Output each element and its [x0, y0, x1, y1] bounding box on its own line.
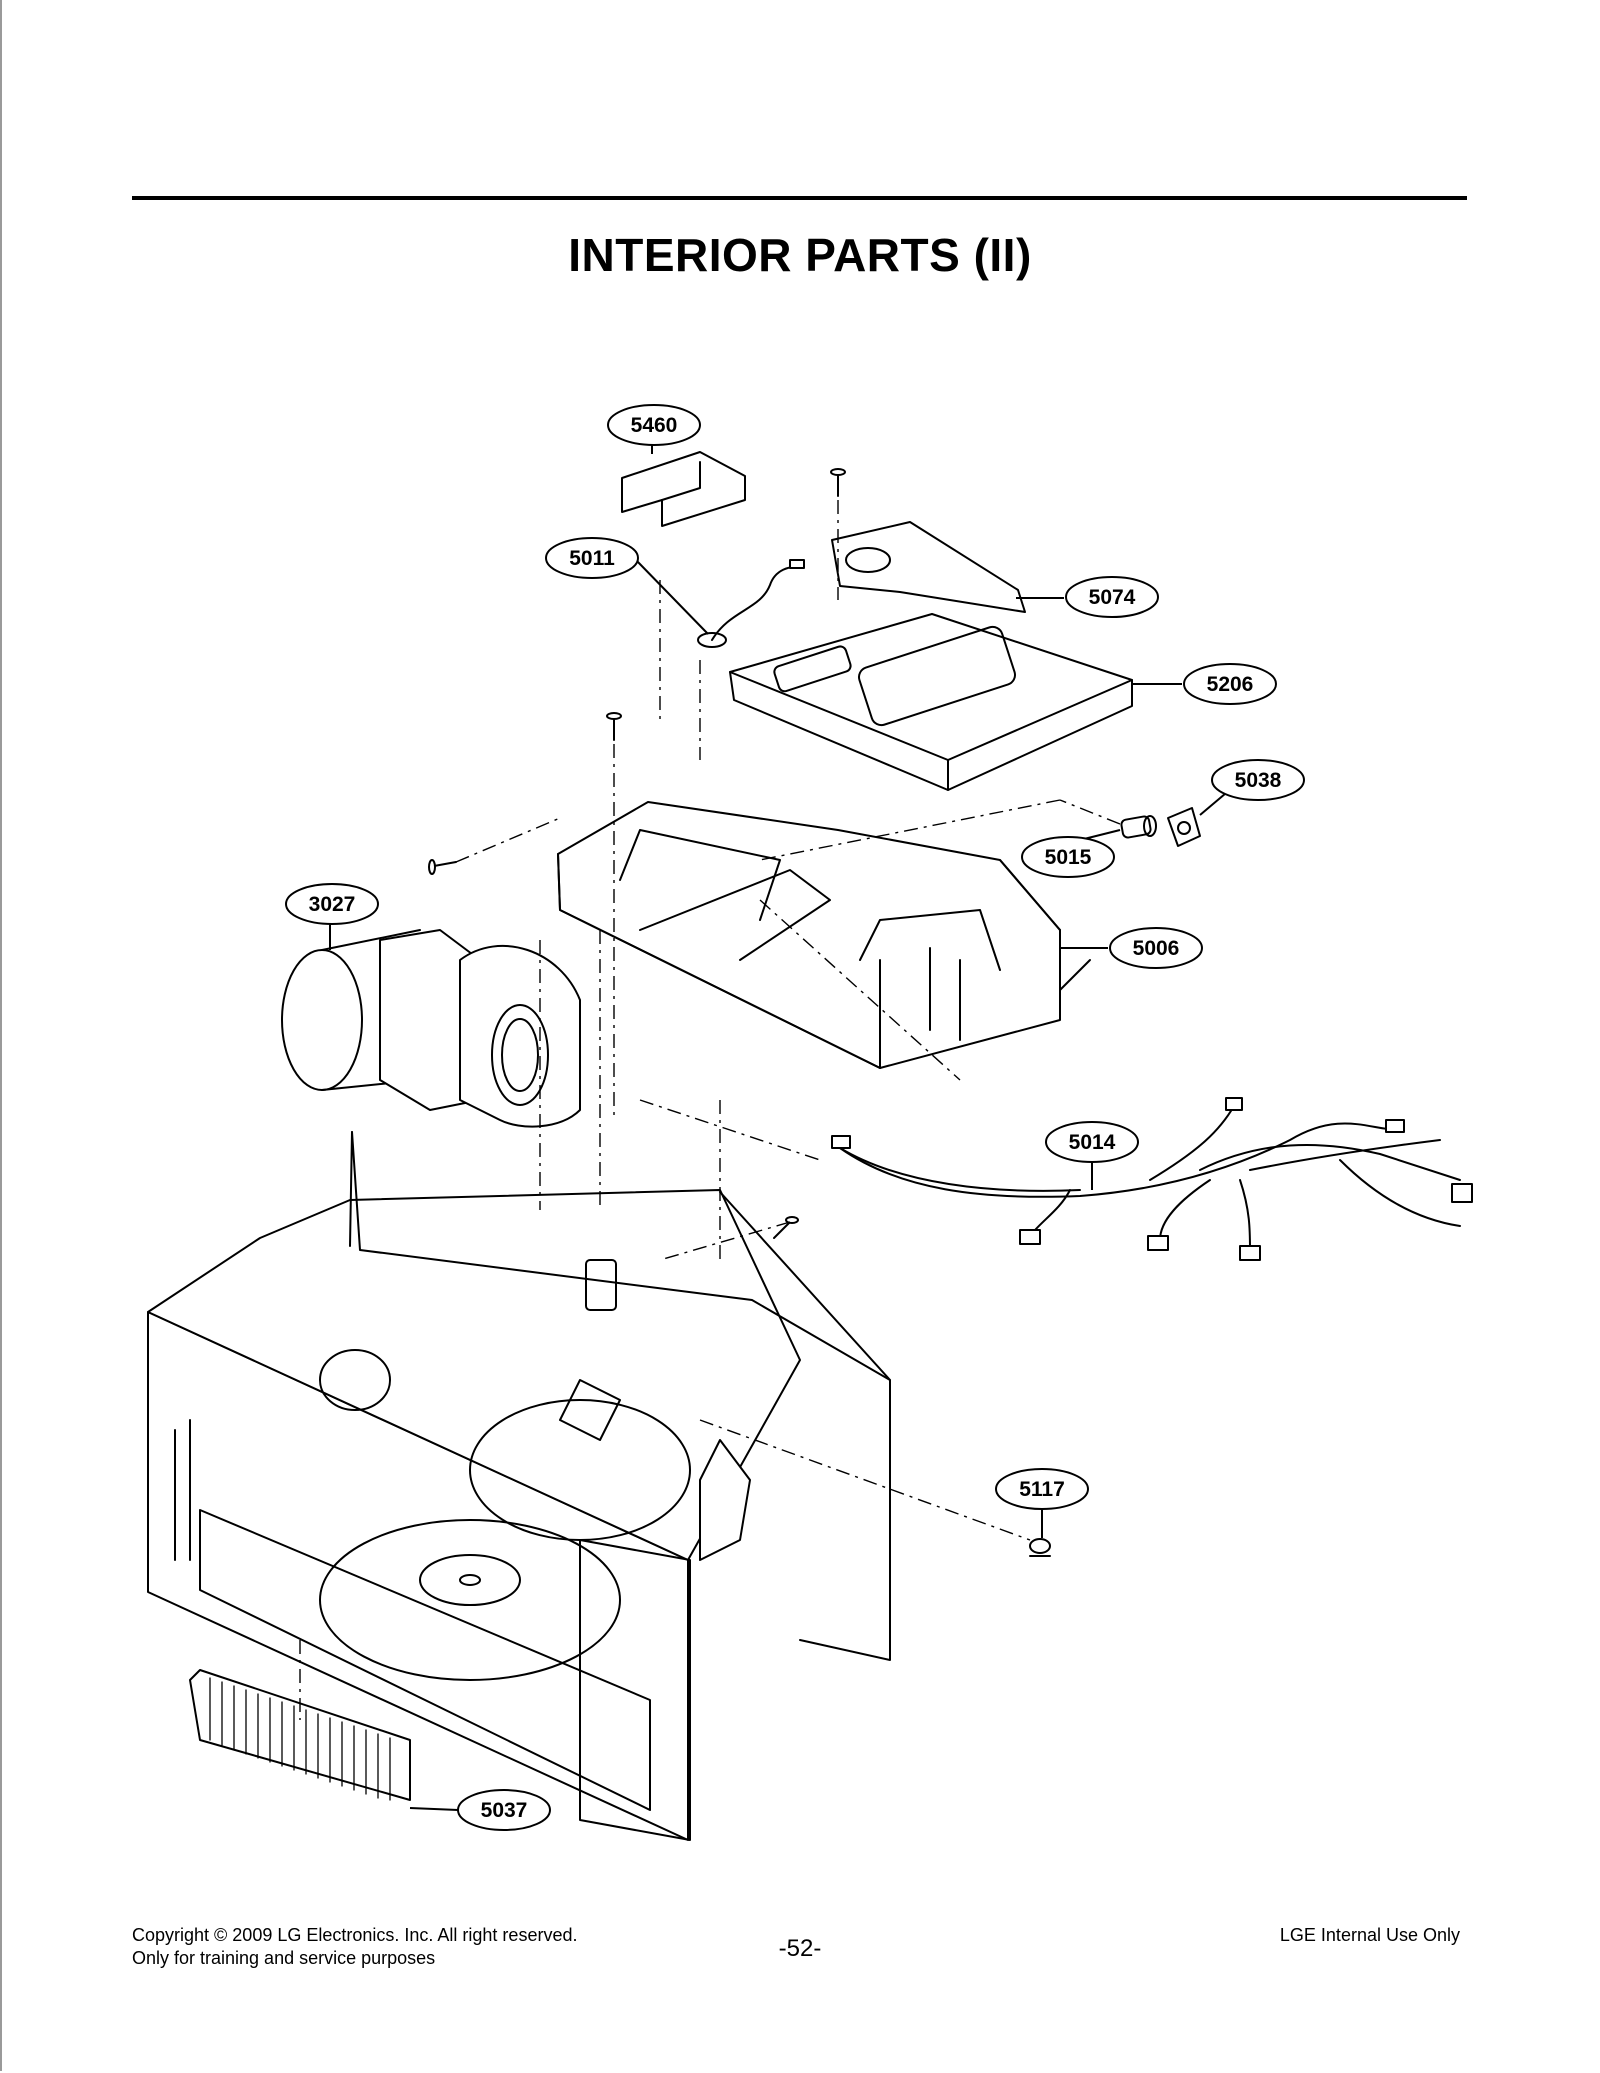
part-5006-drawing — [557, 801, 1091, 1069]
callout-5206: 5206 — [1132, 663, 1277, 705]
assembly-guide-lines — [299, 500, 1121, 1720]
part-5038-drawing — [1167, 807, 1201, 847]
callout-5011: 5011 — [545, 537, 709, 635]
svg-text:5038: 5038 — [1235, 769, 1282, 792]
svg-text:5006: 5006 — [1133, 937, 1180, 960]
title-rule — [132, 196, 1467, 200]
part-5011-drawing — [697, 559, 805, 648]
svg-text:5206: 5206 — [1207, 673, 1254, 696]
part-3027-drawing — [281, 929, 581, 1128]
part-5206-drawing — [729, 613, 1133, 791]
callout-5006: 5006 — [1060, 927, 1203, 969]
page-title: INTERIOR PARTS (II) — [568, 229, 1032, 281]
callouts: 5460 5011 5074 5206 5038 5015 — [285, 404, 1305, 1831]
svg-text:5037: 5037 — [481, 1799, 528, 1822]
svg-text:5014: 5014 — [1069, 1131, 1116, 1154]
svg-text:5011: 5011 — [569, 547, 615, 570]
svg-text:5460: 5460 — [631, 414, 678, 437]
part-5014-drawing — [831, 1097, 1473, 1261]
callout-5074: 5074 — [1016, 576, 1159, 618]
copyright-text: Copyright © 2009 LG Electronics. Inc. Al… — [132, 1925, 578, 1945]
footer-copyright: Copyright © 2009 LG Electronics. Inc. Al… — [132, 1924, 577, 1970]
part-5074-drawing — [831, 521, 1026, 613]
callout-5460: 5460 — [607, 404, 701, 454]
callout-5037: 5037 — [409, 1789, 551, 1831]
svg-text:5015: 5015 — [1045, 846, 1092, 869]
callout-5015: 5015 — [1021, 829, 1121, 878]
callout-5117: 5117 — [995, 1468, 1089, 1538]
callout-5038: 5038 — [1199, 759, 1305, 816]
screws — [428, 468, 846, 1239]
part-5460-drawing — [621, 451, 746, 527]
callout-3027: 3027 — [285, 883, 379, 950]
part-5117-drawing — [1029, 1538, 1051, 1557]
callout-5014: 5014 — [1045, 1121, 1139, 1190]
part-5037-drawing — [189, 1669, 411, 1801]
svg-text:3027: 3027 — [309, 893, 356, 916]
chassis-drawing — [147, 1131, 891, 1841]
internal-use-label: LGE Internal Use Only — [1279, 1925, 1460, 1945]
page-number: -52- — [778, 1935, 822, 1962]
part-5015-drawing — [1120, 815, 1157, 839]
purpose-text: Only for training and service purposes — [132, 1948, 436, 1968]
svg-text:5074: 5074 — [1089, 586, 1136, 609]
svg-text:5117: 5117 — [1019, 1478, 1065, 1501]
